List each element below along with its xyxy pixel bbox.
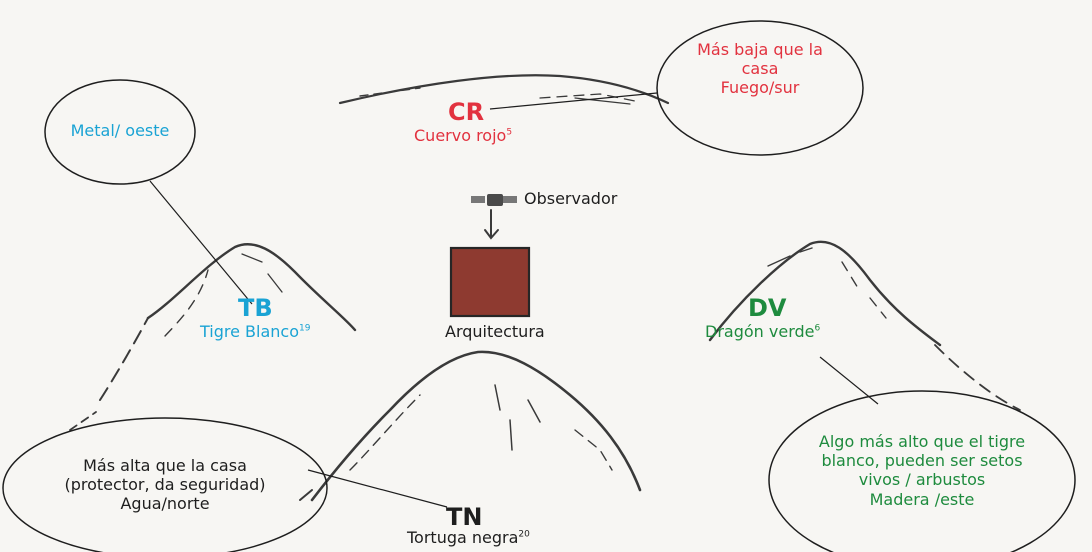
callout-text-tn: Más alta que la casa (protector, da segu… [15, 456, 315, 514]
hill-sketch-tb [69, 243, 357, 431]
label-cr-name: Cuervo rojo5 [414, 126, 513, 145]
callout-cr-line-2: casa [741, 59, 779, 79]
hill-sketch-tn [299, 350, 642, 502]
leader-line-tb [149, 180, 253, 305]
callout-ellipse-dv [768, 390, 1076, 552]
leader-line-dv [819, 356, 879, 405]
callout-text-tb: Metal/ oeste [45, 121, 195, 140]
label-architecture: Arquitectura [445, 322, 545, 341]
label-tn-name: Tortuga negra20 [407, 528, 530, 547]
callout-cr-line-3: Fuego/sur [720, 78, 800, 98]
callout-text-cr: Más baja que la casa Fuego/sur [660, 40, 860, 98]
callout-dv-line-4: Madera /este [869, 489, 975, 509]
label-dv-name: Dragón verde6 [705, 322, 821, 341]
leader-line-tn [307, 469, 448, 508]
observer-icon [471, 194, 517, 206]
house-block [449, 246, 531, 318]
callout-dv-line-1: Algo más alto que el tigre [818, 432, 1026, 451]
label-observer: Observador [524, 189, 618, 208]
callout-ellipse-cr [656, 20, 864, 156]
callout-text-dv: Algo más alto que el tigre blanco, puede… [772, 432, 1072, 509]
label-tb-name: Tigre Blanco19 [200, 322, 311, 341]
leader-line-cr [489, 92, 658, 110]
callout-tn-line-2: (protector, da seguridad) [64, 475, 266, 495]
label-tn-abbr: TN [446, 503, 483, 531]
callout-cr-line-1: Más baja que la [697, 40, 823, 59]
observer-arrow-icon [484, 209, 499, 240]
callout-tn-line-3: Agua/norte [120, 494, 210, 514]
callout-tb-line-1: Metal/ oeste [70, 121, 170, 140]
callout-ellipse-tb [44, 79, 196, 185]
label-dv-abbr: DV [748, 294, 787, 322]
callout-dv-line-3: vivos / arbustos [858, 470, 986, 490]
callout-ellipse-tn [2, 417, 328, 552]
label-cr-abbr: CR [448, 98, 485, 126]
hill-sketch-dv [708, 240, 1021, 411]
ridge-sketch-cr [338, 74, 670, 105]
label-tb-abbr: TB [238, 294, 273, 322]
callout-tn-line-1: Más alta que la casa [83, 456, 247, 475]
callout-dv-line-2: blanco, pueden ser setos [821, 451, 1023, 471]
